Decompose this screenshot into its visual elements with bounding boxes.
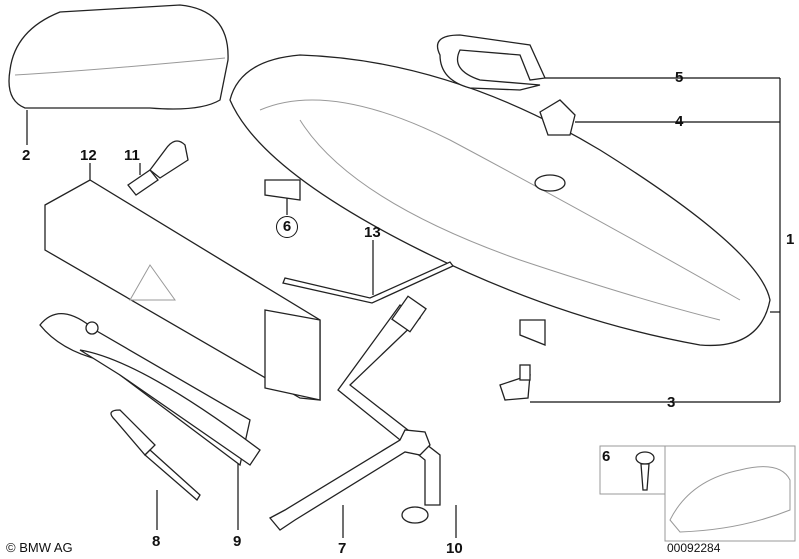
callout-9: 9 xyxy=(233,533,242,550)
screwdriver xyxy=(110,409,201,501)
wing-bolt xyxy=(499,364,531,401)
hex-key xyxy=(282,261,455,304)
open-end-wrench xyxy=(268,429,431,531)
callout-11: 11 xyxy=(124,147,140,164)
callout-7: 7 xyxy=(338,540,347,557)
callout-5: 5 xyxy=(675,69,684,86)
wheel-wrench xyxy=(337,295,441,524)
warning-triangle-case xyxy=(44,179,321,401)
callout-6-circled: 6 xyxy=(276,216,298,238)
clip-nut xyxy=(539,99,576,136)
retaining-clip xyxy=(436,34,546,91)
callout-13: 13 xyxy=(364,224,381,241)
callout-2: 2 xyxy=(22,147,31,164)
callout-6-inset: 6 xyxy=(602,448,611,465)
tool-tray xyxy=(229,54,771,347)
callout-8: 8 xyxy=(152,533,161,550)
inset-box xyxy=(599,445,796,542)
copyright: © BMW AG xyxy=(6,540,73,555)
towing-eye xyxy=(127,140,189,196)
leader-lines xyxy=(26,77,781,538)
callout-4: 4 xyxy=(675,113,684,130)
callout-10: 10 xyxy=(446,540,463,557)
pliers xyxy=(39,312,261,467)
callout-3: 3 xyxy=(667,394,676,411)
tool-bag xyxy=(8,4,229,110)
callout-1: 1 xyxy=(786,231,795,248)
callout-12: 12 xyxy=(80,147,97,164)
diagram-number: 00092284 xyxy=(667,541,721,555)
